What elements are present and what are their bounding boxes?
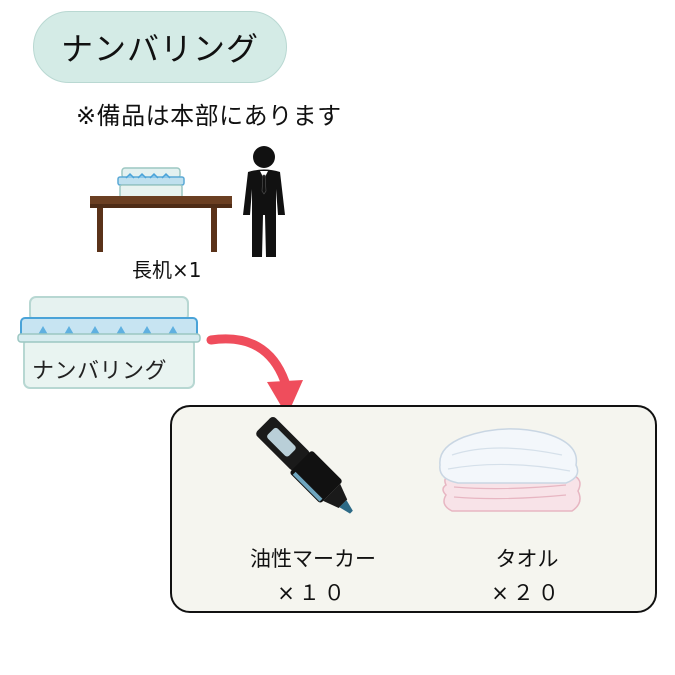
equipment-note: ※備品は本部にあります <box>76 102 342 130</box>
marker-icon <box>256 416 353 514</box>
small-box-icon <box>117 167 185 200</box>
towel-quantity: ×２０ <box>491 581 563 605</box>
staff-person-icon <box>243 146 285 257</box>
contents-panel <box>170 405 657 613</box>
desk-icon <box>90 167 232 252</box>
page-title: ナンバリング <box>33 11 287 83</box>
curved-arrow-icon <box>206 334 303 416</box>
marker-name: 油性マーカー <box>250 547 376 571</box>
towel-name: タオル <box>495 547 559 571</box>
numbering-box-label: ナンバリング <box>32 359 168 384</box>
towel-icon <box>439 428 581 512</box>
numbering-box-icon <box>17 296 201 389</box>
desk-label: 長机×1 <box>132 258 202 282</box>
marker-quantity: ×１０ <box>277 581 349 605</box>
